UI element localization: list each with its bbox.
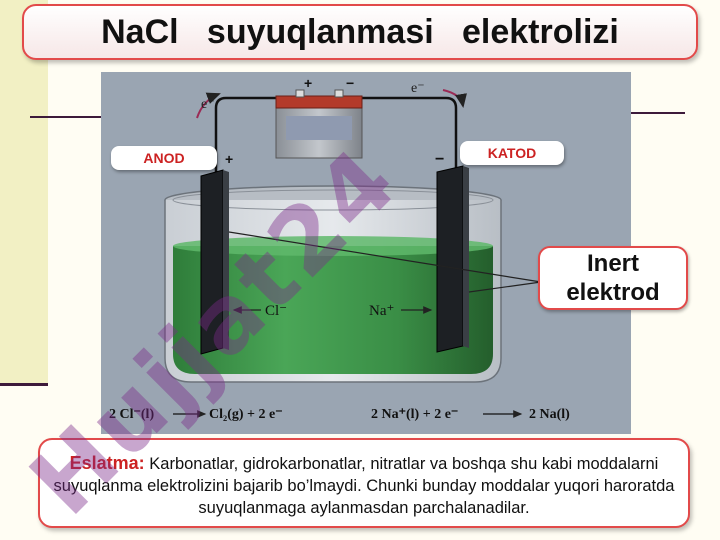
electrolysis-diagram: e⁻ e⁻ + − + − Cl⁻ Na⁺ 2 Cl⁻(l)	[109, 75, 570, 422]
eq-anode-product: Cl₂(g) + 2 e⁻	[209, 407, 283, 422]
electron-label-left: e⁻	[201, 97, 215, 112]
battery-minus: −	[346, 75, 354, 91]
anode-sign: +	[225, 151, 233, 167]
inert-electrode-callout: Inert elektrod	[538, 246, 688, 310]
battery-plus: +	[304, 75, 312, 91]
cathode-sign: −	[435, 151, 444, 168]
eq-anode-reactant: 2 Cl⁻(l)	[109, 407, 154, 422]
side-band-divider	[0, 383, 48, 386]
eq-cathode-reactant: 2 Na⁺(l) + 2 e⁻	[371, 407, 458, 422]
cathode-electrode	[436, 165, 464, 353]
callout-line-cathode	[468, 281, 542, 293]
ion-cl-label: Cl⁻	[265, 303, 287, 319]
nacl-melt	[173, 246, 493, 374]
electron-arrow-right-icon	[442, 89, 467, 108]
ion-na-label: Na⁺	[369, 303, 394, 319]
title-box: NaCl suyuqlanmasi elektrolizi	[22, 4, 698, 60]
note-text: Karbonatlar, gidrokarbonatlar, nitratlar…	[53, 455, 675, 517]
page-title: NaCl suyuqlanmasi elektrolizi	[101, 12, 619, 51]
wire-right	[361, 96, 458, 172]
electron-arrow-left-icon	[196, 92, 221, 119]
callout-line-1: Inert	[586, 250, 639, 277]
battery-label-plate	[286, 116, 352, 140]
side-band	[0, 0, 48, 385]
top-rule-left	[30, 116, 102, 118]
battery-cap	[275, 95, 363, 109]
eq-cathode-product: 2 Na(l)	[529, 407, 570, 422]
note-highlight: Eslatma:	[69, 453, 145, 473]
note-box: Eslatma: Karbonatlar, gidrokarbonatlar, …	[38, 438, 690, 528]
callout-line-anode	[228, 231, 542, 283]
top-rule-right	[631, 112, 685, 114]
anod-label: ANOD	[111, 146, 217, 170]
callout-line-2: elektrod	[566, 279, 660, 306]
electron-label-right: e⁻	[411, 81, 425, 96]
anode-electrode	[200, 169, 224, 355]
katod-label: KATOD	[460, 141, 564, 165]
